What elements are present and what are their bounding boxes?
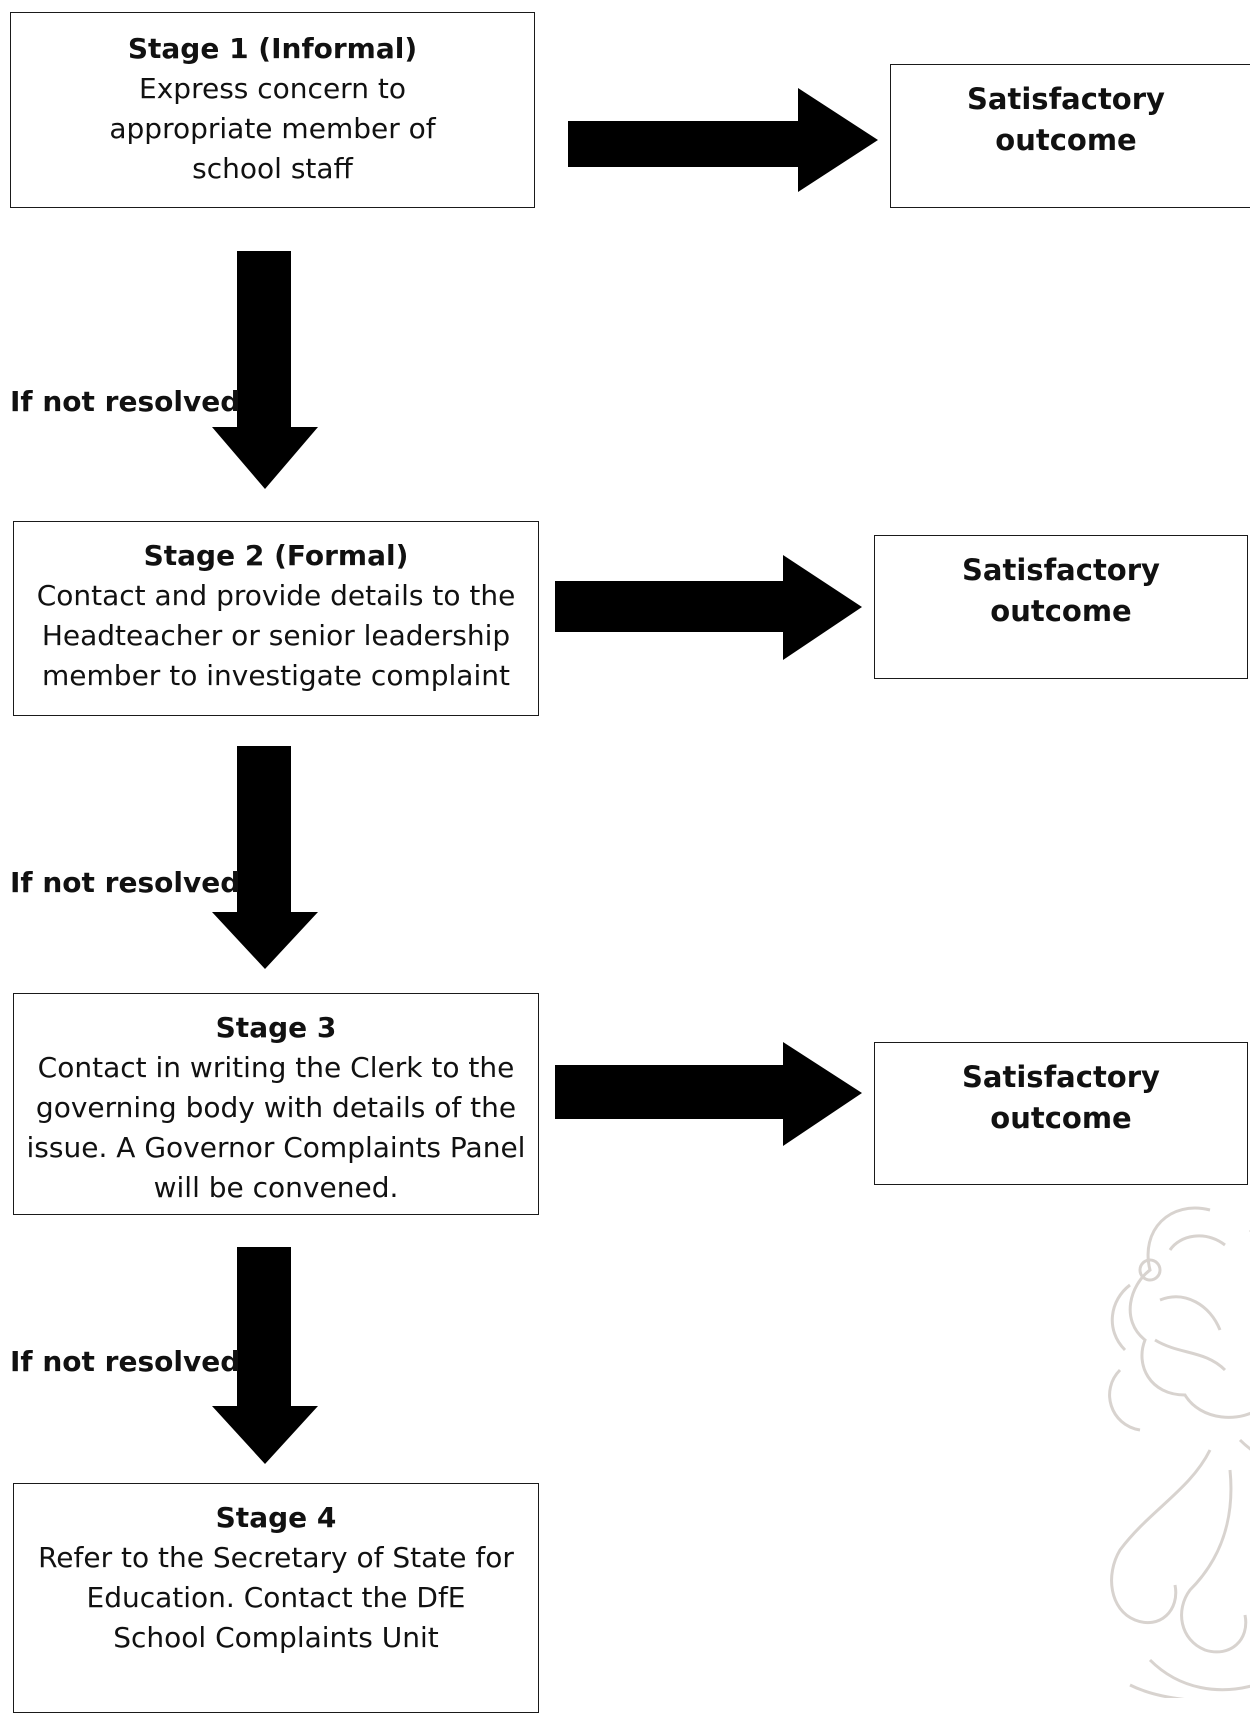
stage-2-box: Stage 2 (Formal) Contact and provide det… (13, 521, 539, 716)
escalation-label-1: If not resolved (10, 385, 241, 418)
right-arrow-1 (568, 88, 878, 192)
stage-1-box: Stage 1 (Informal) Express concern to ap… (10, 12, 535, 208)
down-arrow-2 (212, 746, 318, 969)
outcome-box-2: Satisfactory outcome (874, 535, 1248, 679)
stage-3-box: Stage 3 Contact in writing the Clerk to … (13, 993, 539, 1215)
stage-2-description: Contact and provide details to the Headt… (36, 579, 516, 692)
outcome-box-3: Satisfactory outcome (874, 1042, 1248, 1185)
outcome-label-1: Satisfactory outcome (967, 82, 1165, 157)
escalation-label-3: If not resolved (10, 1345, 241, 1378)
stage-3-description: Contact in writing the Clerk to the gove… (26, 1051, 526, 1204)
stage-1-description: Express concern to appropriate member of… (109, 72, 436, 185)
stage-3-title: Stage 3 (215, 1011, 337, 1044)
stage-4-description: Refer to the Secretary of State for Educ… (38, 1541, 514, 1654)
outcome-box-1: Satisfactory outcome (890, 64, 1250, 208)
stage-4-title: Stage 4 (215, 1501, 337, 1534)
right-arrow-2 (555, 555, 862, 660)
escalation-label-2: If not resolved (10, 866, 241, 899)
down-arrow-1 (212, 251, 318, 489)
right-arrow-3 (555, 1042, 862, 1146)
stage-4-box: Stage 4 Refer to the Secretary of State … (13, 1483, 539, 1713)
down-arrow-3 (212, 1247, 318, 1464)
stage-2-title: Stage 2 (Formal) (143, 539, 409, 572)
outcome-label-3: Satisfactory outcome (962, 1060, 1160, 1135)
outcome-label-2: Satisfactory outcome (962, 553, 1160, 628)
heraldic-crest-watermark-icon (1090, 1190, 1250, 1698)
stage-1-title: Stage 1 (Informal) (127, 32, 418, 65)
